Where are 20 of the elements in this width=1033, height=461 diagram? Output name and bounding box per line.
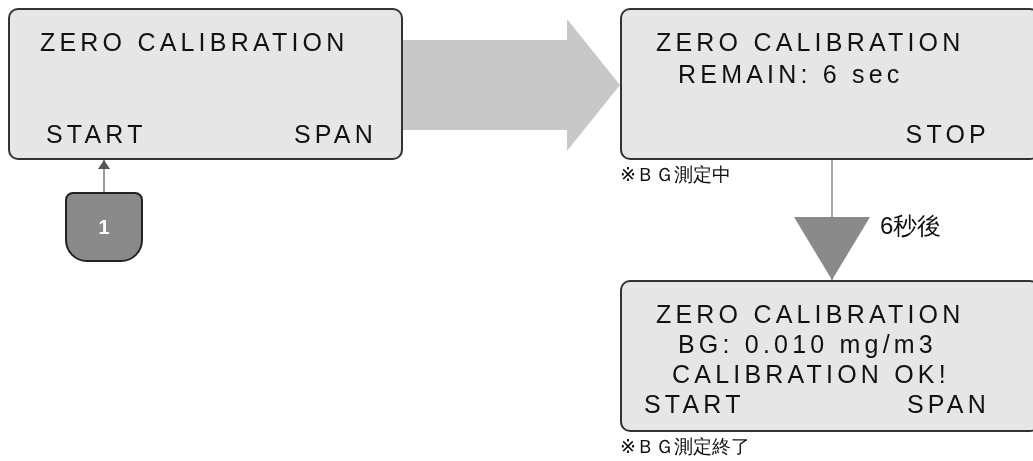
soft-key-label: START <box>46 120 147 148</box>
soft-key-label: SPAN <box>293 120 377 148</box>
soft-key-label: START <box>644 390 745 418</box>
status-note: ※ＢＧ測定終了 <box>620 435 750 459</box>
display-text: ZERO CALIBRATION <box>656 300 965 328</box>
display-screen <box>620 8 1033 160</box>
display-text: REMAIN: 6 sec <box>678 60 904 88</box>
soft-key-label: SPAN <box>906 390 990 418</box>
status-note: ※ＢＧ測定中 <box>620 163 731 187</box>
display-text: CALIBRATION OK! <box>672 360 950 388</box>
key-button: 1 <box>65 192 143 262</box>
display-text: ZERO CALIBRATION <box>656 28 965 56</box>
triangle-arrow <box>794 159 870 281</box>
display-screen <box>620 280 1033 432</box>
block-arrow <box>403 19 620 151</box>
display-screen <box>8 8 403 160</box>
pointer-arrow <box>98 159 110 193</box>
display-text: BG: 0.010 mg/m3 <box>678 330 937 358</box>
display-text: ZERO CALIBRATION <box>40 28 349 56</box>
soft-key-label: STOP <box>905 120 990 148</box>
